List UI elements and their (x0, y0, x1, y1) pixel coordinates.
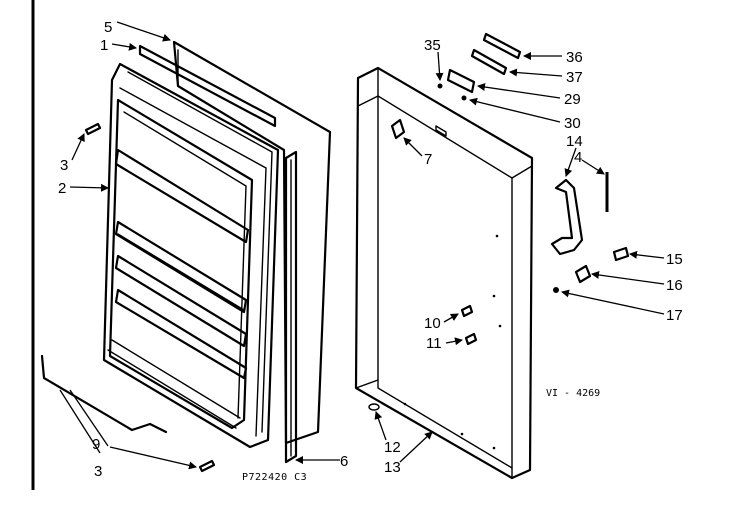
leader-lines (59, 21, 665, 470)
screw-upper (84, 122, 102, 136)
part-17-washer (553, 287, 559, 293)
label-35: 35 (424, 37, 441, 54)
label-4: 4 (574, 149, 582, 166)
part-15-cap (612, 246, 630, 262)
part-30-screw (461, 95, 467, 101)
label-12: 12 (384, 439, 401, 456)
label-30: 30 (564, 115, 581, 132)
liner-shelf-3 (114, 254, 248, 348)
liner-shelf-2 (114, 220, 248, 314)
outer-door-panel (354, 66, 534, 480)
liner-shelf-4 (114, 288, 248, 380)
label-1: 1 (100, 37, 108, 54)
part-37-strip (470, 48, 508, 76)
label-9: 9 (92, 436, 100, 453)
label-3-upper: 3 (60, 157, 68, 174)
label-6: 6 (340, 453, 348, 470)
door-gasket-panel (172, 40, 332, 445)
label-10: 10 (424, 315, 441, 332)
door-plug (390, 118, 406, 140)
label-7: 7 (424, 151, 432, 168)
liner-shelf-1 (114, 148, 250, 244)
door-liner-inner (108, 98, 254, 430)
part-16-bushing (574, 264, 592, 284)
part-36-strip (482, 32, 522, 60)
part-35-screw (437, 83, 443, 89)
door-liner-outer (102, 62, 280, 449)
label-2: 2 (58, 180, 66, 197)
label-29: 29 (564, 91, 581, 108)
diagram-code: P722420 C3 (242, 472, 307, 483)
label-17: 17 (666, 307, 683, 324)
breaker-strip-top (138, 44, 277, 128)
screw-11 (464, 332, 478, 346)
label-15: 15 (666, 251, 683, 268)
door-handle (550, 178, 584, 256)
label-37: 37 (566, 69, 583, 86)
part-labels: 5 1 3 2 9 3 6 P722420 C3 35 36 37 29 30 … (58, 19, 683, 483)
screw-lower (198, 459, 216, 473)
outer-door-panel-group (354, 32, 630, 480)
part-29-shim (446, 68, 476, 94)
label-5: 5 (104, 19, 112, 36)
screw-10 (460, 304, 474, 318)
label-11: 11 (426, 335, 442, 352)
label-16: 16 (666, 277, 683, 294)
wire-rod (40, 354, 168, 434)
label-3-lower: 3 (94, 463, 102, 480)
label-13: 13 (384, 459, 401, 476)
reference-code: VI - 4269 (546, 388, 600, 399)
door-liner-group (40, 40, 332, 473)
label-14: 14 (566, 133, 583, 150)
label-36: 36 (566, 49, 583, 66)
door-pad (368, 403, 380, 411)
